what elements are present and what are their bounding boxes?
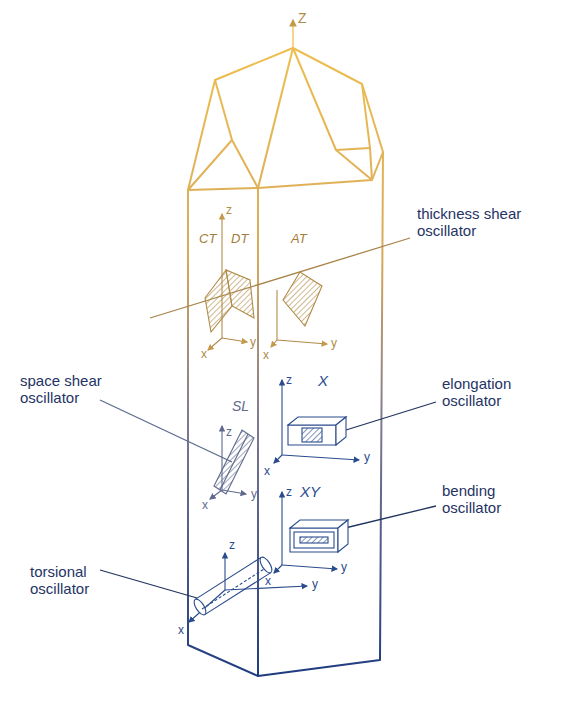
axis-label: x xyxy=(178,624,184,638)
axis-label: x xyxy=(201,348,207,362)
callout-label: bending oscillator xyxy=(442,482,522,517)
axis-label: z xyxy=(229,539,235,553)
cut-label: DT xyxy=(231,232,248,247)
axis-label: z xyxy=(286,374,292,388)
cut-label: AT xyxy=(291,232,307,247)
callout-label: elongation oscillator xyxy=(442,375,532,410)
callout-label: torsional oscillator xyxy=(30,563,120,598)
axis-label: z xyxy=(286,486,292,500)
axis-label: x xyxy=(265,575,271,589)
axis-label: y xyxy=(251,488,257,502)
cut-label: CT xyxy=(199,232,216,247)
cut-label: XY xyxy=(300,483,320,500)
axis-label: y xyxy=(364,451,370,465)
axis-label: y xyxy=(312,578,318,592)
callout-label: thickness shear oscillator xyxy=(417,205,547,240)
cut-label: X xyxy=(318,372,328,389)
axis-label: x xyxy=(263,349,269,363)
axis-label: z xyxy=(226,204,232,218)
axis-label: z xyxy=(226,426,232,440)
axis-label: y xyxy=(341,561,347,575)
callout-label: space shear oscillator xyxy=(20,372,130,407)
axis-label: y xyxy=(331,337,337,351)
axis-label: y xyxy=(250,336,256,350)
axis-title: Z xyxy=(298,10,307,26)
cut-label: SL xyxy=(232,398,249,414)
axis-label: x xyxy=(202,499,208,513)
axis-label: x xyxy=(264,465,270,479)
